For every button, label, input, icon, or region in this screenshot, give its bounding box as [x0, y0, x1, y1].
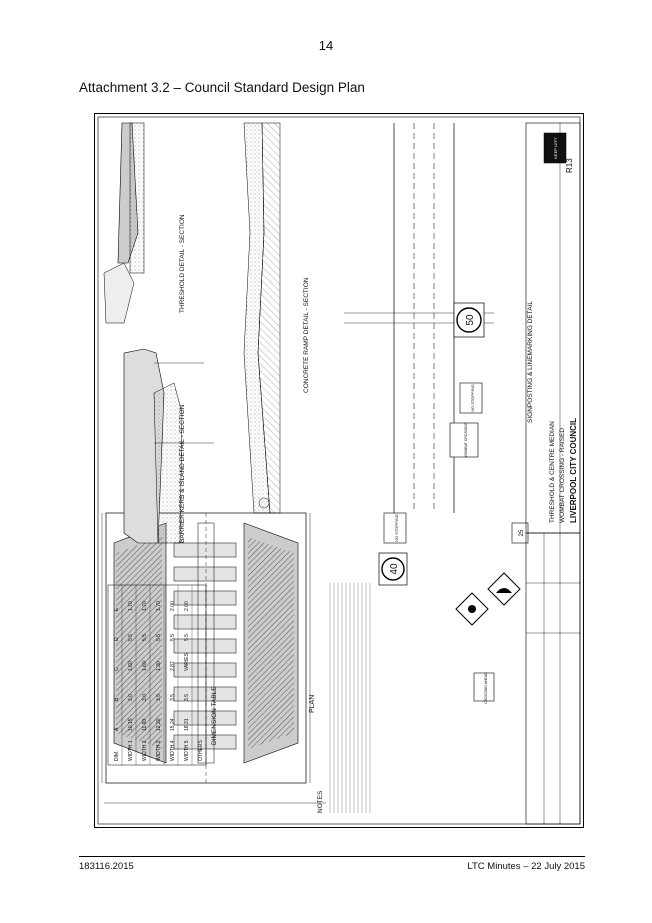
speed-limit-40-sign: 40 — [378, 552, 408, 586]
dimension-table-cell: 1.30 — [156, 661, 162, 671]
dimension-table-cell: WIDTH 4 — [170, 740, 176, 761]
no-stopping-sign: NO STOPPING — [383, 512, 407, 544]
dimension-table-cell: 2.00 — [170, 601, 176, 611]
drawing-number: R13 — [565, 158, 574, 173]
dimension-table-cell: 1.70 — [142, 601, 148, 611]
dimension-table-cell: 15.24 — [170, 718, 176, 731]
plan-title: PLAN — [309, 695, 316, 713]
dimension-table-cell: 12.20 — [156, 718, 162, 731]
svg-text:50: 50 — [465, 314, 476, 326]
barrier-detail-title: BARRIER KERB & ISLAND DETAIL - SECTION — [179, 404, 186, 543]
dimension-table-cell: 5.5 — [142, 634, 148, 641]
footer-document-number: 183116.2015 — [79, 861, 134, 872]
dimension-table: DIM. A B C D E WIDTH 1 10.15 3.0 1.60 5.5 1.70WIDTH… — [107, 584, 218, 766]
dimension-table-header: C — [114, 667, 120, 671]
svg-text:NO STOPPING: NO STOPPING — [394, 514, 399, 542]
footer-rule — [79, 856, 585, 857]
dimension-table-cell: WIDTH 1 — [128, 740, 134, 761]
design-plan-drawing: PLAN NOTES DIM. A B C D E WIDTH 1 10.15 3.0 1.60 5… — [94, 113, 584, 828]
council-name: LIVERPOOL CITY COUNCIL — [569, 418, 578, 523]
footer-meeting-ref: LTC Minutes – 22 July 2015 — [467, 861, 585, 872]
ramp-detail-title: CONCRETE RAMP DETAIL - SECTION — [303, 277, 310, 393]
pedestrian-warning-sign — [455, 592, 489, 626]
dimension-table-cell: 3.5 — [184, 694, 190, 701]
dimension-table-cell: OTHERS — [198, 740, 204, 762]
dimension-table-cell: 3.5 — [170, 694, 176, 701]
dimension-table-header: D — [114, 637, 120, 641]
drawing-title-line-2: THRESHOLD & CENTRE MEDIAN — [549, 421, 556, 523]
dimension-table-cell: 10.15 — [128, 718, 134, 731]
dimension-table-cell: 5.5 — [170, 634, 176, 641]
svg-text:WOMBAT CROSSING: WOMBAT CROSSING — [464, 422, 468, 457]
speed-advisory-25-sign: 25 — [511, 522, 529, 544]
hump-warning-sign — [487, 572, 521, 606]
dimension-table-cell: 1.70 — [156, 601, 162, 611]
dimension-table-header: DIM. — [114, 750, 120, 761]
dimension-table-cell: 1.70 — [128, 601, 134, 611]
crossing-ahead-sign: CROSSING AHEAD — [473, 672, 495, 704]
signposting-title: SIGNPOSTING & LINEMARKING DETAIL — [527, 301, 534, 423]
dimension-table-title: DIMENSION TABLE — [211, 686, 218, 745]
page-heading: Attachment 3.2 – Council Standard Design… — [79, 80, 365, 95]
page-number: 14 — [318, 38, 334, 53]
title-block: LIVERPOOL CITY COUNCIL WOMBAT CROSSING -… — [525, 122, 581, 825]
dimension-table-cell: WIDTH 3 — [156, 740, 162, 761]
dimension-table-cell: WIDTH 2 — [142, 740, 148, 761]
barrier-kerb-detail: BARRIER KERB & ISLAND DETAIL - SECTION — [123, 348, 214, 544]
dimension-table-cell: 3.0 — [128, 694, 134, 701]
ramp-detail: CONCRETE RAMP DETAIL - SECTION — [243, 122, 310, 514]
drawing-title-line-1: WOMBAT CROSSING - RAISED — [559, 428, 566, 523]
speed-limit-50-sign: 50 — [453, 302, 485, 338]
dimension-table-cell: 1.60 — [128, 661, 134, 671]
dimension-table-cell: 5.5 — [184, 634, 190, 641]
dimension-table-cell: 18.31 — [184, 718, 190, 731]
dimension-table-cell: 11.60 — [142, 719, 148, 731]
plan-view: PLAN — [101, 497, 316, 784]
keep-left-sign: KEEP LEFT — [543, 132, 567, 164]
svg-text:40: 40 — [389, 563, 400, 575]
notes-title: NOTES — [317, 790, 324, 813]
svg-text:KEEP LEFT: KEEP LEFT — [553, 137, 558, 159]
svg-text:25: 25 — [519, 529, 525, 536]
dimension-table-header: B — [114, 697, 120, 701]
dimension-table-cell: VARIES — [184, 652, 190, 671]
dimension-table-cell: 5.5 — [128, 634, 134, 641]
dimension-table-cell: 2.00 — [184, 601, 190, 611]
threshold-detail-title: THRESHOLD DETAIL - SECTION — [179, 214, 186, 313]
wombat-crossing-sign: WOMBAT CROSSING — [449, 422, 479, 458]
dimension-table-cell: 1.60 — [142, 661, 148, 671]
dimension-table-header: A — [114, 727, 120, 731]
dimension-table-cell: WIDTH 5 — [184, 740, 190, 761]
threshold-detail: THRESHOLD DETAIL - SECTION — [103, 122, 186, 324]
dimension-table-cell: 3.5 — [156, 694, 162, 701]
dimension-table-cell: 3.0 — [142, 694, 148, 701]
svg-text:NO STOPPING: NO STOPPING — [470, 384, 475, 412]
dimension-table-cell: 2.87 — [170, 661, 176, 671]
dimension-table-header: E — [114, 607, 120, 611]
dimension-table-cell: 5.5 — [156, 634, 162, 641]
notes-block: NOTES — [104, 583, 371, 813]
svg-text:CROSSING AHEAD: CROSSING AHEAD — [484, 672, 488, 704]
no-stopping-sign-2: NO STOPPING — [459, 382, 483, 414]
